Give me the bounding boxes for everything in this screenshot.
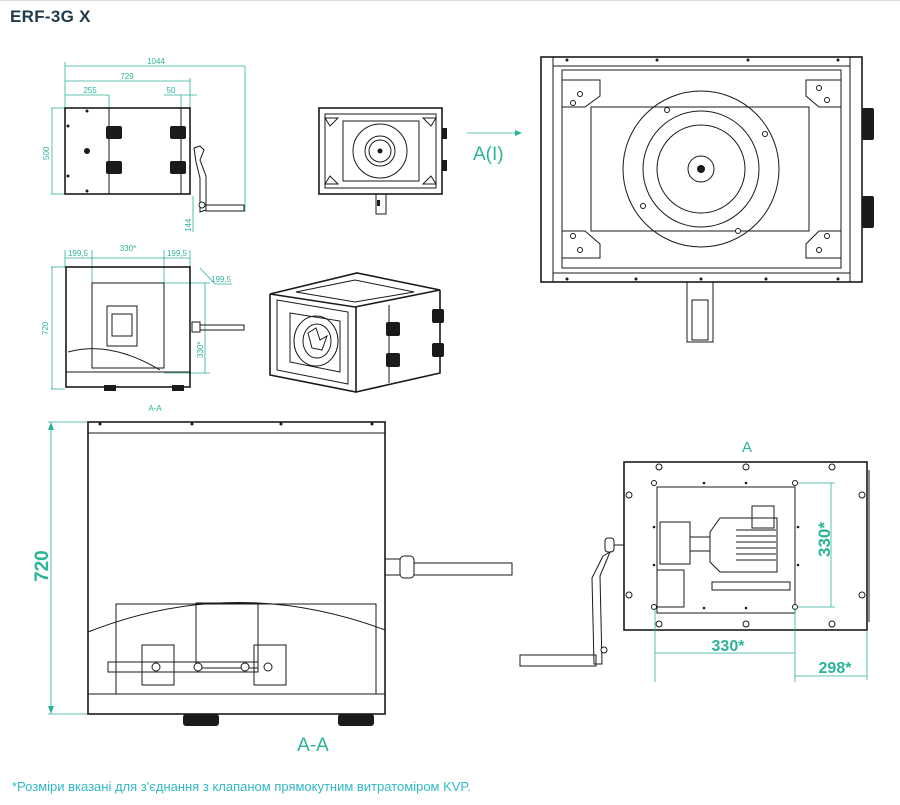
top-view: 1044 729 255 50 500 144 [42, 57, 246, 232]
dim-view-a-vertical: 330* [815, 522, 834, 557]
dim-aa-opening: 330* [196, 342, 205, 358]
dim-height: 500 [42, 146, 51, 160]
dim-body: 729 [120, 72, 134, 81]
footnote: *Розміри вказані для з'єднання з клапано… [12, 779, 472, 794]
dim-view-a-horizontal: 330* [712, 638, 746, 655]
dim-aa-height: 720 [41, 321, 50, 335]
top-divider [0, 0, 900, 1]
dim-aa-side: 199,5 [211, 275, 232, 284]
dim-left: 255 [83, 86, 97, 95]
dim-aa-right: 199,5 [167, 249, 188, 258]
dim-right: 50 [167, 86, 176, 95]
dim-handle: 144 [184, 218, 193, 232]
dim-aa-middle: 330* [120, 244, 136, 253]
view-arrow: A(I) [467, 130, 522, 165]
section-large: 720 A-A [32, 421, 513, 756]
page-title: ERF-3G X [10, 7, 91, 26]
dim-overall: 1044 [147, 57, 165, 66]
label-aa-large: A-A [297, 735, 329, 756]
label-view-a: A [742, 439, 752, 456]
label-aa-small: A-A [148, 404, 162, 413]
iso-view [269, 272, 444, 393]
dim-view-a-offset: 298* [819, 660, 853, 677]
arrow-label: A(I) [473, 144, 504, 165]
view-a: A 330* 330* 298* [519, 439, 870, 682]
large-view-a1 [540, 56, 874, 343]
dim-large-height: 720 [32, 550, 53, 582]
section-small: 199,5 330* 199,5 199,5 720 330* A-A [41, 244, 245, 413]
dim-aa-left: 199,5 [68, 249, 89, 258]
front-view [318, 107, 447, 215]
